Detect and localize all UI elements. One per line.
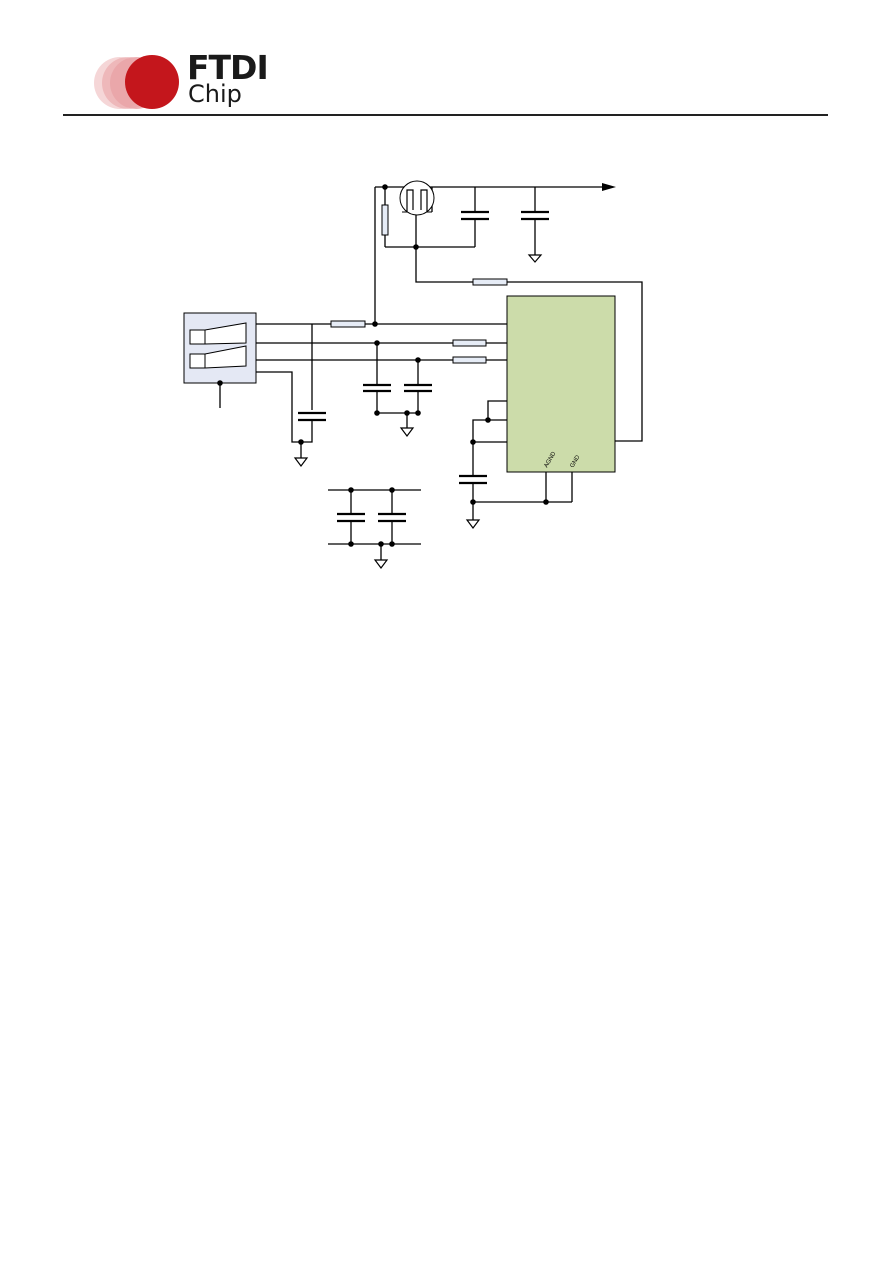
mosfet-switch — [399, 180, 435, 216]
junction-dot — [413, 244, 419, 250]
junction-dot — [404, 410, 410, 416]
junction-dot — [415, 410, 421, 416]
output-arrow — [602, 183, 616, 191]
junction-dot — [470, 499, 476, 505]
junction-dot — [374, 340, 380, 346]
wire-dm-cap-bottom — [376, 391, 418, 414]
resistor-vbus — [330, 320, 366, 328]
ground-symbol-dcaps — [399, 427, 415, 437]
capacitor-decoupler — [459, 474, 487, 485]
junction-dot — [378, 541, 384, 547]
junction-dot — [217, 380, 223, 386]
junction-dot — [372, 321, 378, 327]
junction-dot — [415, 357, 421, 363]
junction-dot — [348, 487, 354, 493]
logo-wordmark-chip: Chip — [188, 80, 242, 108]
ftdi-chip-logo — [94, 55, 179, 109]
wire-vbus-cap-bottom — [300, 420, 313, 458]
ground-symbol-supply — [373, 559, 389, 569]
ground-symbol-vbus — [293, 457, 309, 467]
ground-symbol-ic — [465, 519, 481, 529]
capacitor-top-2 — [521, 210, 549, 221]
junction-dot — [389, 487, 395, 493]
junction-dot — [470, 439, 476, 445]
resistor-pullup — [381, 204, 389, 236]
usb-ic-chip — [506, 295, 616, 473]
capacitors — [298, 210, 549, 523]
capacitor-vbus — [298, 411, 326, 422]
wire-feedback-drop — [415, 247, 473, 283]
wire-connector-gnd — [256, 371, 301, 443]
junction-dot — [298, 439, 304, 445]
header-divider — [63, 114, 828, 116]
logo-main-circle — [125, 55, 179, 109]
ground-symbols — [293, 254, 543, 569]
capacitor-dm — [363, 383, 391, 393]
wire-feedback-right — [507, 281, 643, 442]
junction-dot — [543, 499, 549, 505]
mosfet-circle — [399, 180, 435, 216]
resistor-dm — [452, 339, 487, 347]
wire-ic-pin-decoupler — [472, 419, 507, 443]
ground-symbol-top-cap — [527, 254, 543, 263]
junction-dot — [485, 417, 491, 423]
capacitor-supply-2 — [378, 512, 406, 523]
junction-dot — [389, 541, 395, 547]
mosfet-channel — [406, 189, 428, 212]
junction-dots — [217, 184, 549, 547]
logo-wordmark-ftdi: FTDI — [187, 48, 269, 87]
capacitor-top-1 — [461, 210, 489, 221]
junction-dot — [382, 184, 388, 190]
resistors — [330, 204, 508, 364]
capacitor-supply-1 — [337, 512, 365, 523]
resistor-dp — [452, 356, 487, 364]
wire-ic-pin-loop — [487, 400, 507, 421]
capacitor-dp — [404, 383, 432, 393]
junction-dot — [374, 410, 380, 416]
usb-connector — [183, 312, 257, 384]
resistor-feedback — [472, 278, 508, 286]
junction-dot — [348, 541, 354, 547]
